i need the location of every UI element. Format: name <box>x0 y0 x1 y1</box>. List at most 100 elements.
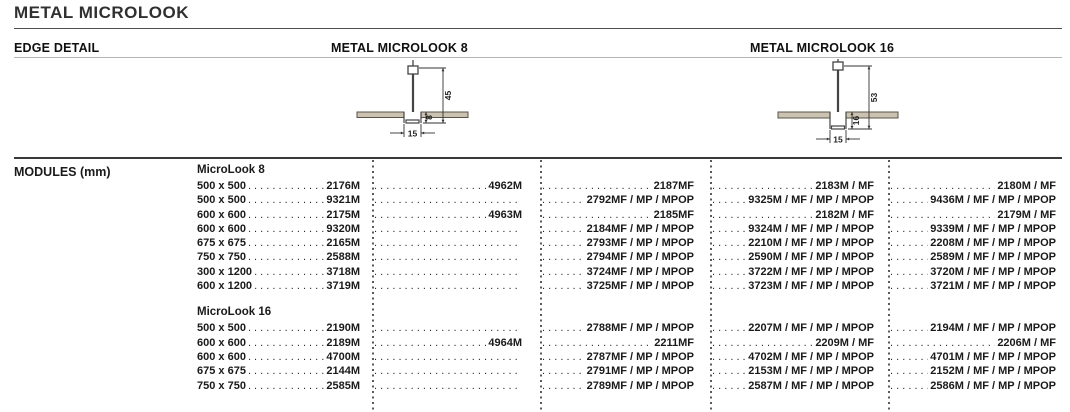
dot-leader <box>542 350 585 364</box>
dot-leader <box>712 179 813 193</box>
item-code: 3725MF / MP / MPOP <box>586 280 694 293</box>
item-code: 2787MF / MP / MPOP <box>586 350 694 363</box>
code-cell <box>372 222 540 236</box>
item-code: 4962M <box>488 180 522 192</box>
code-cell <box>372 350 540 364</box>
dot-leader <box>542 279 585 293</box>
dot-leader <box>542 222 585 236</box>
code-cell: 2586M / MF / MP / MPOP <box>888 379 1063 393</box>
dot-leader <box>712 250 746 264</box>
table-row: 675 x 6752165M 2793MF / MP / MPOP 2210M … <box>197 236 1063 250</box>
dot-leader <box>248 336 324 350</box>
item-code: 3724MF / MP / MPOP <box>586 265 694 278</box>
module-cell: 675 x 6752165M <box>197 236 372 250</box>
code-cell: 3721M / MF / MP / MPOP <box>888 279 1063 293</box>
code-cell: 2182M / MF <box>710 208 888 222</box>
page-title: METAL MICROLOOK <box>14 3 189 22</box>
column-header-edge-detail: EDGE DETAIL <box>14 41 100 55</box>
column-separator <box>372 160 374 410</box>
dot-leader <box>890 279 928 293</box>
table-row: 600 x 6004700M 2787MF / MP / MPOP 4702M … <box>197 350 1063 364</box>
item-code: 2189M <box>326 336 360 349</box>
module-size: 500 x 500 <box>197 180 246 192</box>
dot-leader <box>890 236 928 250</box>
dot-leader <box>542 193 585 207</box>
item-code: 2590M / MF / MP / MPOP <box>748 251 874 264</box>
dot-leader <box>374 350 520 364</box>
table-row: 500 x 5002176M 4962M 2187MF 2183M / MF 2… <box>197 179 1063 193</box>
module-size: 500 x 500 <box>197 322 246 335</box>
dot-leader <box>712 208 813 222</box>
column-header-metal-microlook-16: METAL MICROLOOK 16 <box>750 41 895 55</box>
dot-leader <box>890 336 995 350</box>
code-cell: 9339M / MF / MP / MPOP <box>888 222 1063 236</box>
item-code: 3722M / MF / MP / MPOP <box>748 265 874 278</box>
item-code: 3721M / MF / MP / MPOP <box>930 280 1056 293</box>
dot-leader <box>374 250 520 264</box>
dot-leader <box>712 279 746 293</box>
item-code: 2789MF / MP / MPOP <box>586 379 694 392</box>
code-cell: 3720M / MF / MP / MPOP <box>888 265 1063 279</box>
dot-leader <box>712 364 746 378</box>
column-header-metal-microlook-8: METAL MICROLOOK 8 <box>331 41 468 55</box>
module-size: 750 x 750 <box>197 251 246 264</box>
item-code: 4702M / MF / MP / MPOP <box>748 350 874 363</box>
code-cell: 9325M / MF / MP / MPOP <box>710 193 888 207</box>
dot-leader <box>374 236 520 250</box>
code-cell: 9324M / MF / MP / MPOP <box>710 222 888 236</box>
dot-leader <box>374 265 520 279</box>
code-cell: 4702M / MF / MP / MPOP <box>710 350 888 364</box>
code-cell: 2788MF / MP / MPOP <box>540 321 710 335</box>
code-cell: 2211MF <box>540 336 710 350</box>
code-cell: 2185MF <box>540 208 710 222</box>
dot-leader <box>542 364 585 378</box>
column-separator <box>710 160 712 410</box>
code-cell <box>372 321 540 335</box>
dot-leader <box>248 193 324 207</box>
code-cell: 3724MF / MP / MPOP <box>540 265 710 279</box>
code-cell: 2152M / MF / MP / MPOP <box>888 364 1063 378</box>
dot-leader <box>248 364 324 378</box>
modules-table: MicroLook 8 500 x 5002176M 4962M 2187MF … <box>197 162 1063 393</box>
item-code: 2793MF / MP / MPOP <box>586 237 694 250</box>
module-size: 600 x 600 <box>197 208 246 221</box>
section-title: MicroLook 8 <box>197 164 265 176</box>
module-cell: 600 x 12003719M <box>197 279 372 293</box>
code-cell: 2184MF / MP / MPOP <box>540 222 710 236</box>
section-header-row: MicroLook 16 <box>197 304 1063 321</box>
item-code: 2182M / MF <box>815 208 874 221</box>
item-code: 4963M <box>488 208 522 221</box>
module-cell: 600 x 6009320M <box>197 222 372 236</box>
module-size: 600 x 600 <box>197 336 246 349</box>
section-title-cell: MicroLook 16 <box>197 304 372 321</box>
item-code: 9436M / MF / MP / MPOP <box>930 194 1056 207</box>
code-cell <box>372 364 540 378</box>
section-title-cell: MicroLook 8 <box>197 162 372 179</box>
dot-leader <box>248 250 324 264</box>
dot-leader <box>248 179 324 193</box>
table-row: 500 x 5009321M 2792MF / MP / MPOP 9325M … <box>197 193 1063 207</box>
code-cell: 2207M / MF / MP / MPOP <box>710 321 888 335</box>
code-cell <box>372 279 540 293</box>
table-row: 300 x 12003718M 3724MF / MP / MPOP 3722M… <box>197 265 1063 279</box>
code-cell: 4701M / MF / MP / MPOP <box>888 350 1063 364</box>
item-code: 2209M / MF <box>815 336 874 349</box>
code-cell: 3725MF / MP / MPOP <box>540 279 710 293</box>
code-cell: 2589M / MF / MP / MPOP <box>888 250 1063 264</box>
code-cell: 2792MF / MP / MPOP <box>540 193 710 207</box>
code-cell <box>372 250 540 264</box>
dot-leader <box>890 321 928 335</box>
code-cell: 4963M <box>372 208 540 222</box>
dot-leader <box>542 250 585 264</box>
item-code: 3723M / MF / MP / MPOP <box>748 280 874 293</box>
code-cell: 2794MF / MP / MPOP <box>540 250 710 264</box>
item-code: 2791MF / MP / MPOP <box>586 365 694 378</box>
module-cell: 300 x 12003718M <box>197 265 372 279</box>
table-row: 675 x 6752144M 2791MF / MP / MPOP 2153M … <box>197 364 1063 378</box>
item-code: 2144M <box>326 365 360 378</box>
item-code: 2180M / MF <box>997 180 1056 192</box>
code-cell: 2183M / MF <box>710 179 888 193</box>
title-divider <box>14 28 1062 29</box>
code-cell <box>372 265 540 279</box>
dot-leader <box>890 364 928 378</box>
